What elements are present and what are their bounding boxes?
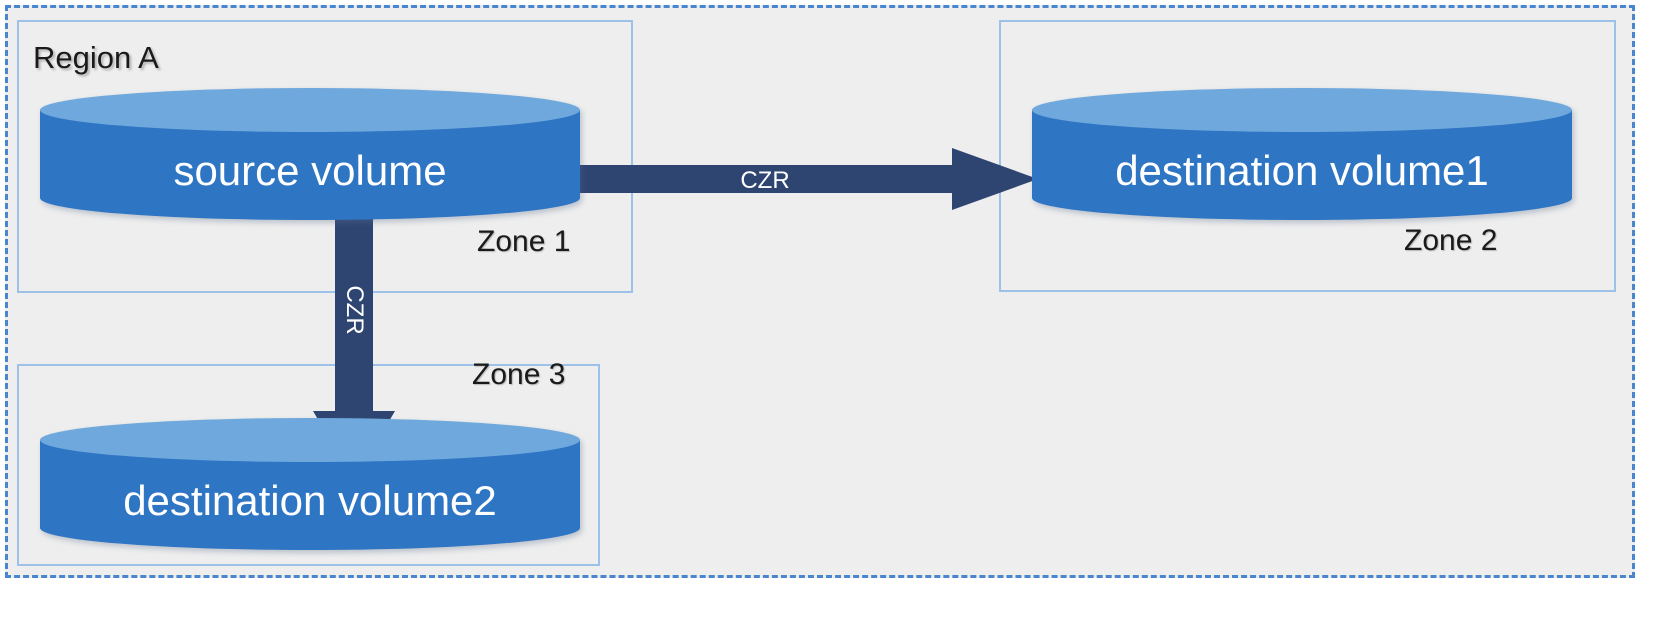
database-cylinder-icon	[40, 418, 580, 550]
zone-label-1: Zone 1	[477, 225, 571, 258]
czr-arrow-vertical: CZR	[313, 206, 395, 481]
volume-label-source: source volume	[173, 147, 447, 194]
arrow-right-icon	[578, 148, 1038, 210]
czr-arrow-vertical-label: CZR	[341, 285, 368, 335]
volume-label-destination-1: destination volume1	[1115, 147, 1489, 194]
volume-cylinder-source: source volume	[40, 88, 580, 220]
zone-label-3: Zone 3	[472, 358, 566, 391]
czr-arrow-horizontal: CZR	[578, 148, 1038, 210]
zone-label-2: Zone 2	[1404, 224, 1498, 257]
database-cylinder-icon	[1032, 88, 1572, 220]
arrow-down-icon	[313, 206, 395, 481]
czr-arrow-horizontal-label: CZR	[740, 167, 790, 194]
volume-label-destination-2: destination volume2	[123, 477, 497, 524]
volume-cylinder-destination-1: destination volume1	[1032, 88, 1572, 220]
database-cylinder-icon	[40, 88, 580, 220]
volume-cylinder-destination-2: destination volume2	[40, 418, 580, 550]
region-label: Region A	[33, 40, 159, 75]
